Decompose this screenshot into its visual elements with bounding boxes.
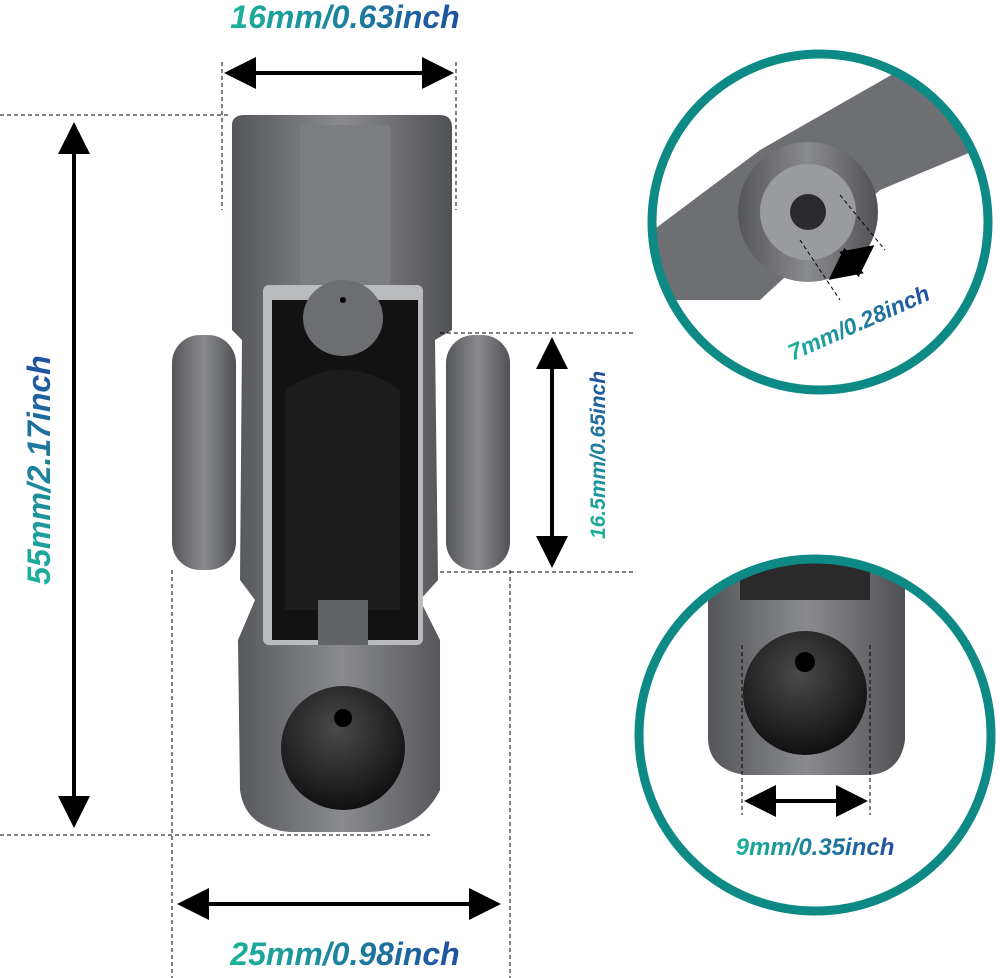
top-channel bbox=[300, 125, 390, 285]
extension-lines bbox=[0, 62, 635, 978]
socket bbox=[281, 686, 405, 810]
label-roller-diameter: 16.5mm/0.65inch bbox=[587, 371, 610, 539]
axle-detail-circle bbox=[647, 49, 993, 395]
dimension-arrows bbox=[58, 57, 568, 920]
rocker-arm-photo bbox=[172, 115, 510, 832]
label-overall-width: 25mm/0.98inch bbox=[229, 936, 459, 972]
label-total-length: 55mm/2.17inch bbox=[21, 355, 57, 584]
label-top-width: 16mm/0.63inch bbox=[230, 0, 459, 35]
label-socket-diameter: 9mm/0.35inch bbox=[736, 834, 895, 861]
socket-detail-circle bbox=[634, 554, 996, 916]
pivot-ball bbox=[303, 280, 383, 356]
right-roller bbox=[446, 335, 510, 570]
left-roller bbox=[172, 335, 236, 570]
black-insert bbox=[285, 370, 400, 610]
